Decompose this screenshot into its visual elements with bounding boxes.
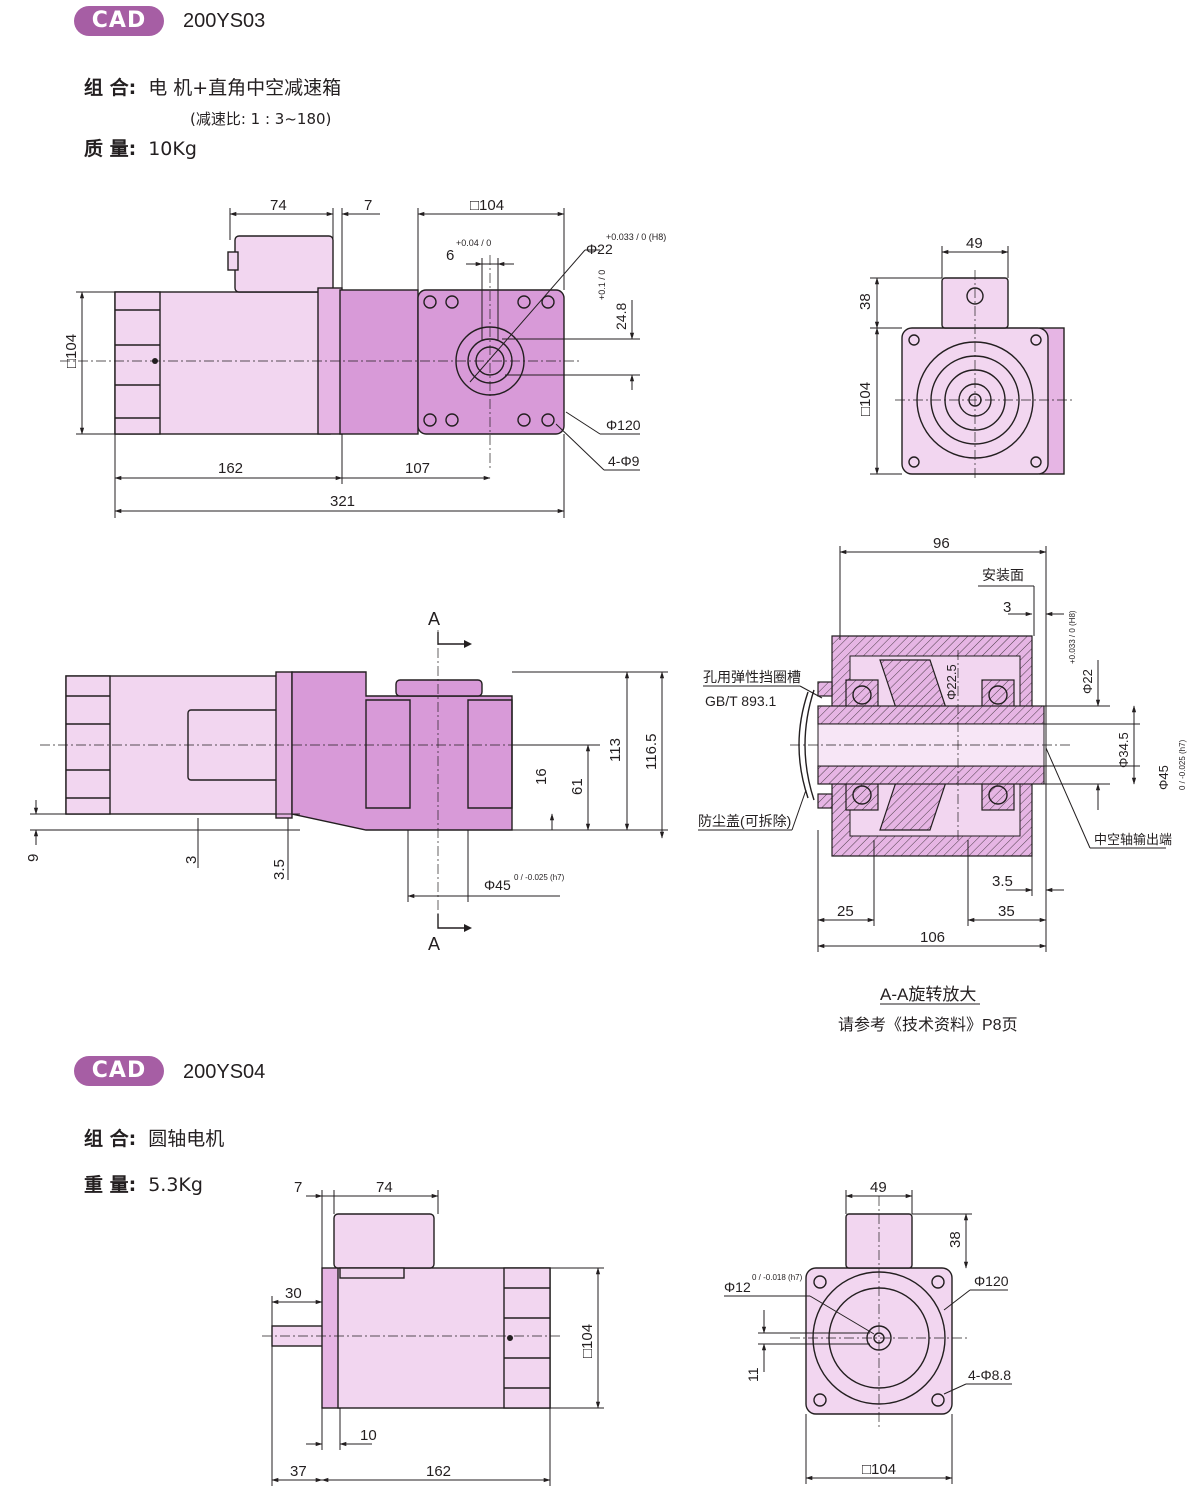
bore-tol: +0.033 / 0 (H8) [606,232,666,242]
holes-4x9: 4-Φ9 [608,453,640,469]
model-code-1: 200YS03 [183,10,266,32]
hollow-out-label: 中空轴输出端 [1094,832,1172,847]
me-shaft-tol: 0 / -0.018 (h7) [752,1273,803,1282]
mount-face-label: 安装面 [982,567,1024,583]
me-dim-38: 38 [947,1231,964,1248]
m-dim-74: 74 [376,1179,393,1196]
m-dim-162: 162 [426,1463,451,1480]
dim-16: 16 [533,768,550,785]
end-view: 49 38 □104 [857,235,1075,480]
sec-dim-3-5: 3.5 [992,873,1013,890]
key-width-tol: +0.04 / 0 [456,238,491,248]
sec-dim-96: 96 [933,535,950,552]
weight-label-2: 重 量: [84,1174,137,1196]
key-depth: 24.8 [613,303,629,330]
weight-row-1: 质 量: 10Kg [84,134,197,161]
reference-note: 请参考《技术资料》P8页 [838,1016,1018,1034]
hollow-shaft-top [817,705,1045,725]
dim-9: 9 [25,854,42,862]
sec-dim-25: 25 [837,903,854,920]
ratio-note: (减速比: 1 : 3~180) [190,110,332,128]
hollow-shaft-bottom [817,765,1045,785]
dim-104-top: □104 [470,197,504,214]
section-mark-bottom: A [428,934,440,954]
combo-row-2: 组 合: 圆轴电机 [84,1124,224,1151]
me-shaft-12: Φ12 [724,1279,751,1295]
shaft-dia-45: Φ45 [484,877,511,893]
dim-7: 7 [364,197,372,214]
gearbox-face [417,289,565,435]
shaft-45-tol: 0 / -0.025 (h7) [514,873,565,882]
sec-dim-35: 35 [998,903,1015,920]
me-dim-49: 49 [870,1179,887,1196]
end-dim-38: 38 [857,293,874,310]
me-pcd-120: Φ120 [974,1273,1009,1289]
sec-dim-106: 106 [920,929,945,946]
m-dim-104: □104 [579,1324,596,1358]
circlip-groove-label: 孔用弹性挡圈槽 [703,669,801,685]
m-dim-37: 37 [290,1463,307,1480]
combo-row-1: 组 合: 电 机+直角中空减速箱 [84,73,341,100]
dim-107: 107 [405,460,430,477]
sec-dia-45-tol: 0 / -0.025 (h7) [1178,739,1187,790]
combo-label: 组 合: [84,77,137,99]
bore-dia: Φ22 [586,241,613,257]
motor-side-view: 7 74 30 □104 10 37 162 [262,1179,604,1486]
weight-label: 质 量: [84,138,137,160]
motor2-terminal [333,1213,435,1269]
dim-116-5: 116.5 [643,734,660,770]
section-view: 96 安装面 3 孔用弹性挡圈槽 GB/T 893.1 Φ22.5 Φ22 +0… [698,535,1187,1034]
sec-dim-3: 3 [1003,599,1011,616]
end-dim-104: □104 [857,382,874,416]
model-code-2: 200YS04 [183,1061,266,1083]
bolt-holes [423,295,555,427]
combo-value-2: 圆轴电机 [148,1128,225,1150]
section-caption: A-A旋转放大 [880,985,976,1004]
dim-3: 3 [183,856,200,864]
weight-row-2: 重 量: 5.3Kg [84,1170,203,1197]
dim-3-5: 3.5 [271,859,288,880]
me-holes: 4-Φ8.8 [968,1367,1011,1383]
dim-104-left: □104 [63,334,80,368]
gearbox-side [339,289,419,435]
key-depth-tol: +0.1 / 0 [597,270,607,300]
sec-bore-22: Φ22 [1080,669,1095,694]
sec-dia-45: Φ45 [1156,765,1171,790]
combo-label-2: 组 合: [84,1128,137,1150]
terminal-box [234,235,334,293]
m-dim-30: 30 [285,1285,302,1302]
cad-badge-1: CAD [74,6,164,36]
dim-113: 113 [607,738,624,762]
pcd-120: Φ120 [606,417,641,433]
motor-end-view: 49 38 Φ12 0 / -0.018 (h7) Φ120 11 4-Φ8.8… [724,1179,1012,1484]
dia-22-5: Φ22.5 [944,664,959,700]
dust-cover-label: 防尘盖(可拆除) [698,813,791,829]
dim-74: 74 [270,197,287,214]
dim-61: 61 [569,778,586,795]
section-mark-top: A [428,609,440,629]
me-dim-11: 11 [745,1367,761,1382]
dim-162: 162 [218,460,243,477]
m-dim-7: 7 [294,1179,302,1196]
combo-value: 电 机+直角中空减速箱 [148,77,342,99]
dia-34-5: Φ34.5 [1116,732,1131,768]
section-arrow-icon [437,632,468,645]
weight-value: 10Kg [148,138,197,160]
me-dim-104: □104 [862,1461,896,1478]
front-view: A A 113 116.5 61 16 9 3 3.5 Φ45 0 / -0.0… [25,609,668,954]
cad-badge-2: CAD [74,1056,164,1086]
sec-bore-tol: +0.033 / 0 (H8) [1068,610,1077,664]
key-width: 6 [446,247,454,264]
weight-value-2: 5.3Kg [148,1174,203,1196]
dim-321: 321 [330,493,355,510]
side-view: 74 7 □104 □104 162 107 321 6 +0.04 / 0 Φ… [60,197,666,518]
standard-label: GB/T 893.1 [705,693,777,709]
end-dim-49: 49 [966,235,983,252]
m-dim-10: 10 [360,1427,377,1444]
